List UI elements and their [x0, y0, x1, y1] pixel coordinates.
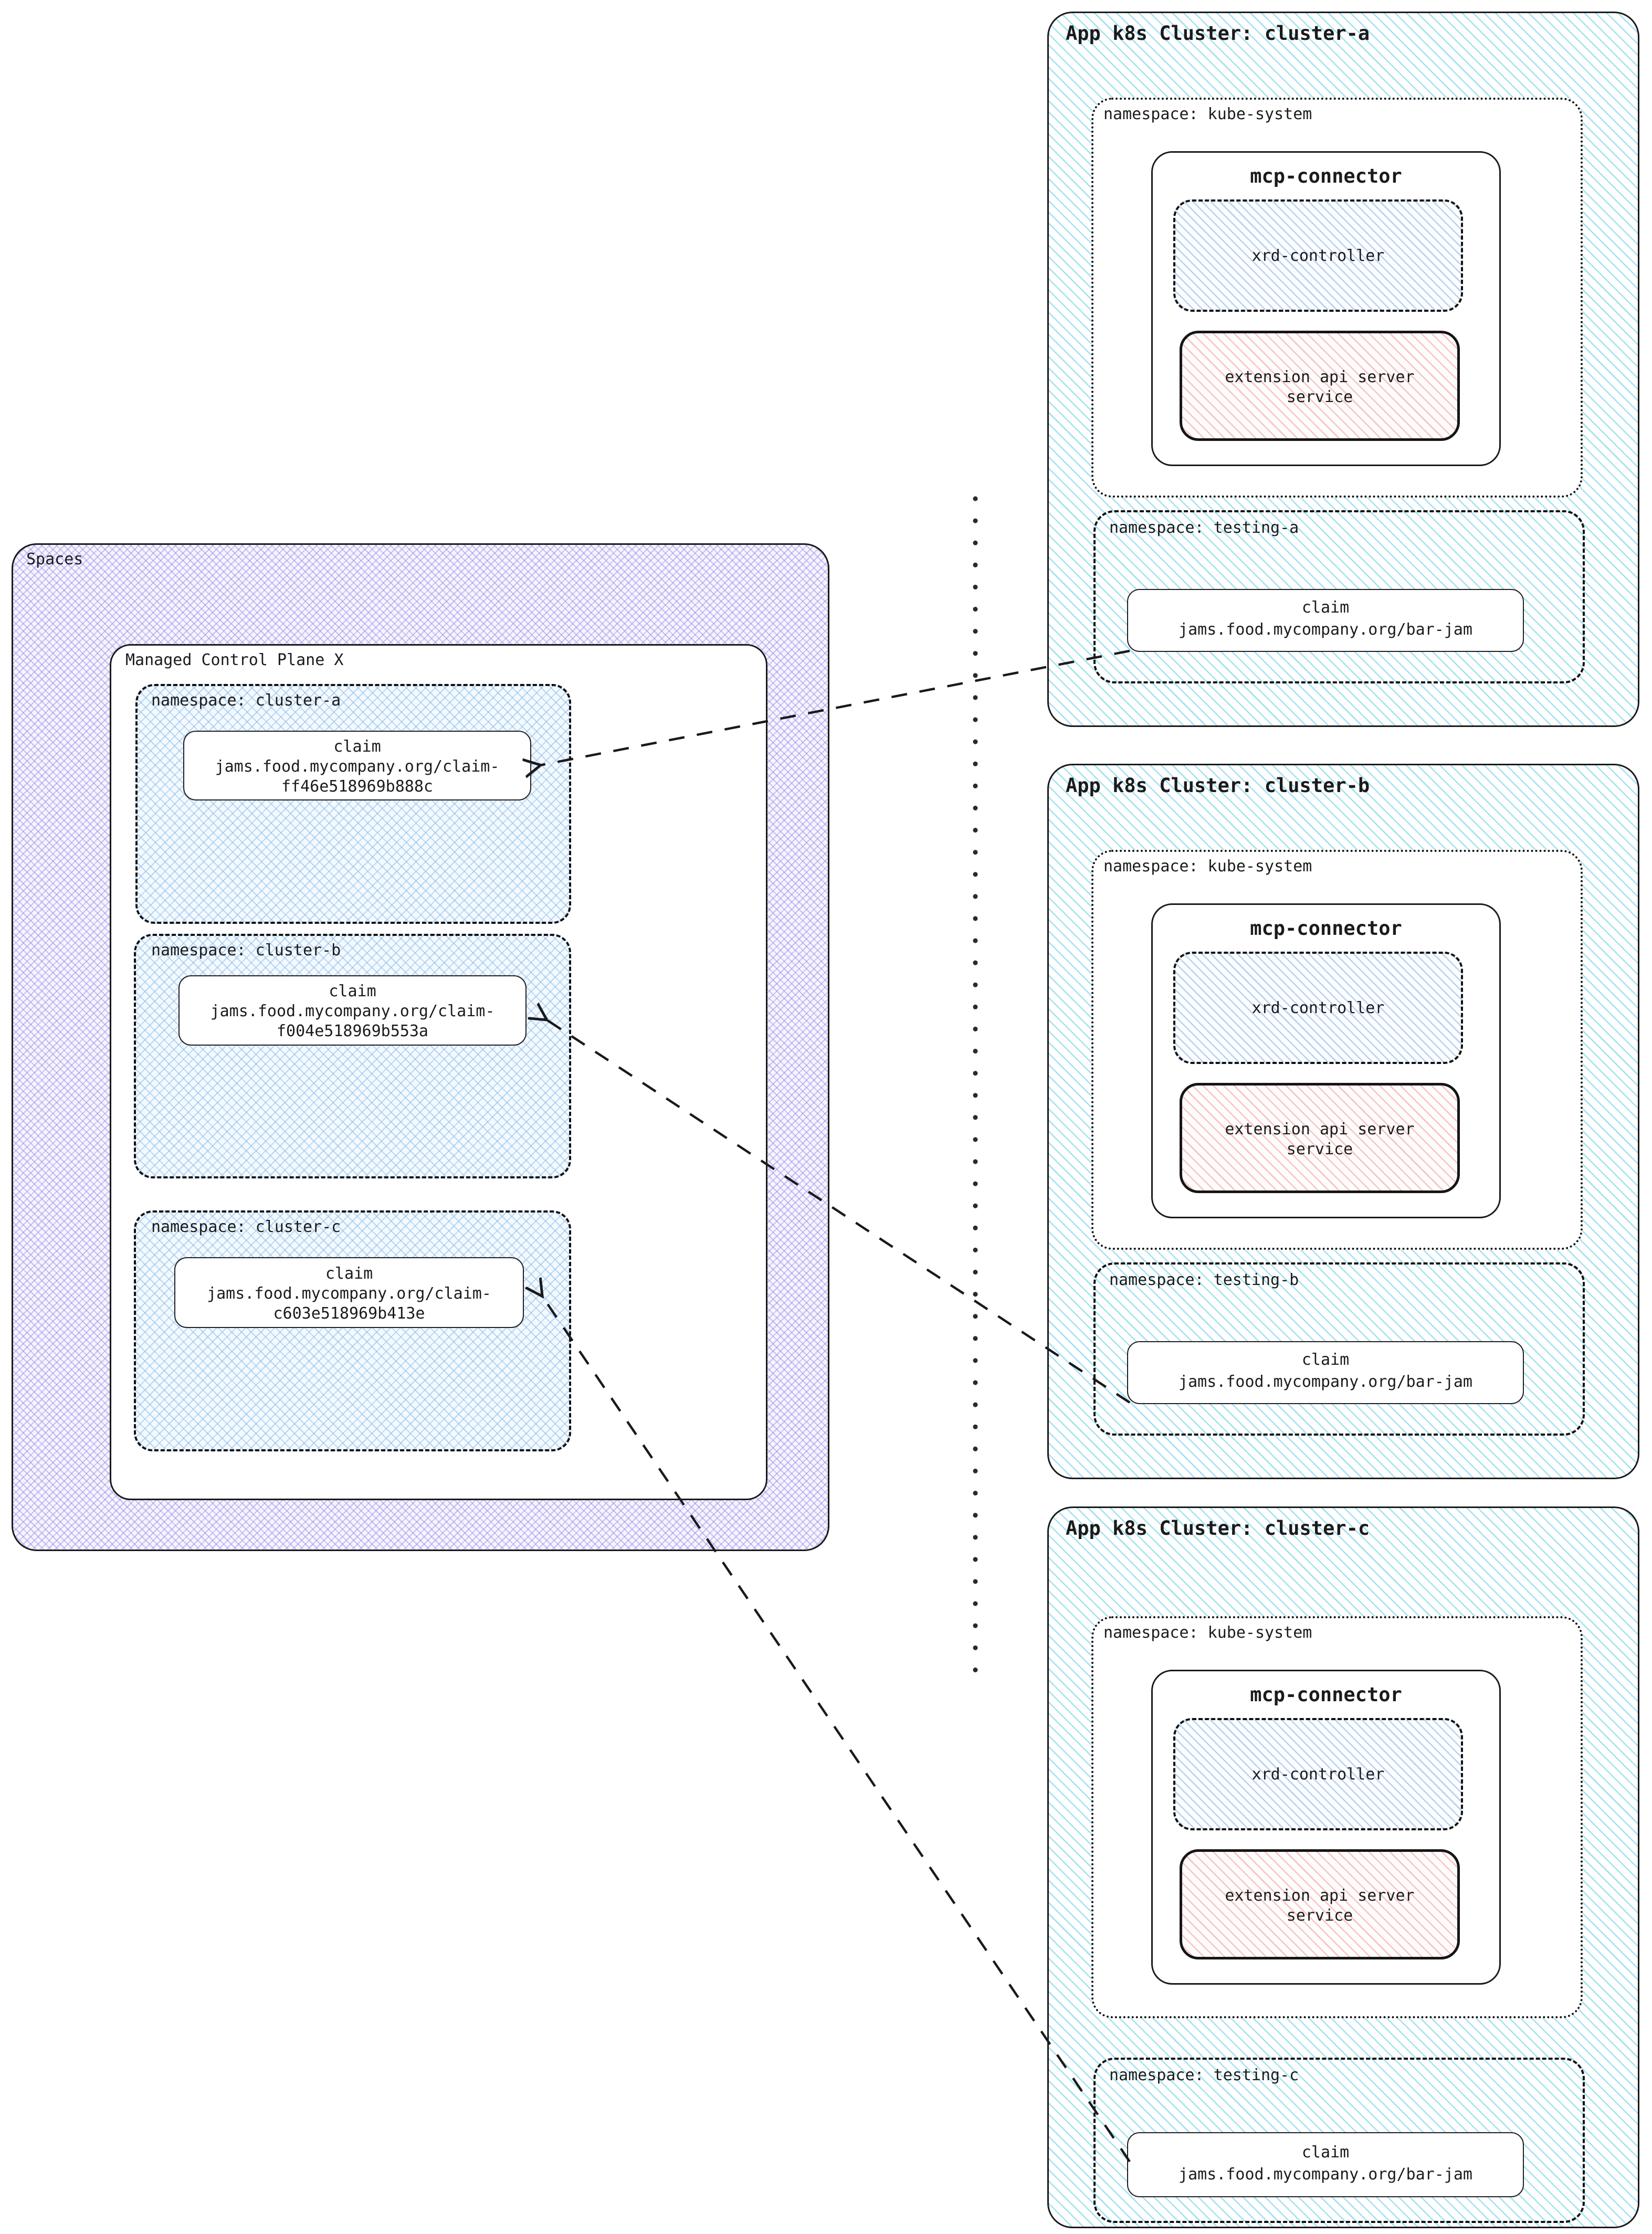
app-cluster-a: App k8s Cluster: cluster-a namespace: ku…	[1047, 12, 1639, 727]
xrd-controller-box	[1173, 1718, 1463, 1830]
spaces-label: Spaces	[26, 550, 83, 568]
testing-a-box	[1093, 510, 1585, 683]
extension-api-server-label: extension api server service	[1180, 1886, 1460, 1926]
xrd-controller-box	[1173, 199, 1463, 312]
claim-path-line2: f004e518969b553a	[277, 1022, 428, 1040]
namespace-cluster-a-label: namespace: cluster-a	[151, 691, 341, 710]
testing-b-claim-box	[1127, 1341, 1524, 1404]
claim-cluster-c-box	[174, 1257, 524, 1328]
namespace-cluster-c-label: namespace: cluster-c	[151, 1218, 341, 1236]
namespace-cluster-b-box	[134, 934, 571, 1178]
ext-line1: extension api server	[1225, 1887, 1415, 1905]
xrd-controller-box	[1173, 952, 1463, 1064]
claim-cluster-b-text: claim jams.food.mycompany.org/claim- f00…	[178, 982, 527, 1041]
extension-api-server-box	[1180, 1849, 1460, 1959]
app-cluster-b: App k8s Cluster: cluster-b namespace: ku…	[1047, 764, 1639, 1479]
claim-cluster-a-box	[183, 731, 531, 800]
claim-cluster-b-box	[178, 975, 527, 1046]
ext-line1: extension api server	[1225, 368, 1415, 386]
mcp-connector-label: mcp-connector	[1250, 917, 1402, 940]
mcp-connector-label: mcp-connector	[1250, 1683, 1402, 1706]
claim-title: claim	[1301, 1351, 1350, 1369]
extension-api-server-box	[1180, 331, 1460, 441]
claim-path-line1: jams.food.mycompany.org/claim-	[207, 1284, 491, 1303]
claim-path: jams.food.mycompany.org/bar-jam	[1179, 620, 1472, 639]
namespace-cluster-b-label: namespace: cluster-b	[151, 941, 341, 960]
claim-cluster-c-text: claim jams.food.mycompany.org/claim- c60…	[174, 1264, 524, 1324]
claim-cluster-a-text: claim jams.food.mycompany.org/claim- ff4…	[183, 737, 531, 797]
claim-path-line1: jams.food.mycompany.org/claim-	[210, 1002, 495, 1020]
xrd-controller-label: xrd-controller	[1251, 1765, 1385, 1784]
ext-line1: extension api server	[1225, 1120, 1415, 1139]
xrd-controller-label: xrd-controller	[1251, 999, 1385, 1017]
testing-b-label: namespace: testing-b	[1109, 1271, 1299, 1289]
app-cluster-c: App k8s Cluster: cluster-c namespace: ku…	[1047, 1506, 1639, 2228]
claim-title: claim	[333, 737, 381, 756]
testing-a-claim-box	[1127, 589, 1524, 652]
ext-line2: service	[1286, 1140, 1353, 1158]
xrd-controller-label: xrd-controller	[1251, 247, 1385, 265]
testing-a-label: namespace: testing-a	[1109, 519, 1299, 537]
extension-api-server-label: extension api server service	[1180, 367, 1460, 407]
testing-c-label: namespace: testing-c	[1109, 2066, 1299, 2084]
mcp-connector-label: mcp-connector	[1250, 165, 1402, 187]
app-cluster-c-title: App k8s Cluster: cluster-c	[1066, 1517, 1370, 1540]
managed-control-plane-label: Managed Control Plane X	[125, 651, 344, 669]
claim-title: claim	[329, 982, 376, 1000]
ext-line2: service	[1286, 1906, 1353, 1925]
namespace-cluster-a-box	[135, 684, 571, 924]
kube-system-label: namespace: kube-system	[1103, 105, 1312, 123]
claim-title: claim	[325, 1264, 373, 1283]
claim-title: claim	[1301, 598, 1350, 617]
app-cluster-b-title: App k8s Cluster: cluster-b	[1066, 774, 1370, 797]
claim-path: jams.food.mycompany.org/bar-jam	[1179, 2165, 1472, 2184]
testing-b-claim-text: claim jams.food.mycompany.org/bar-jam	[1127, 1349, 1524, 1393]
extension-api-server-box	[1180, 1083, 1460, 1193]
namespace-cluster-c-box	[134, 1210, 571, 1451]
testing-c-claim-box	[1127, 2132, 1524, 2197]
claim-path: jams.food.mycompany.org/bar-jam	[1179, 1373, 1472, 1391]
claim-path-line2: ff46e518969b888c	[281, 777, 433, 796]
kube-system-label: namespace: kube-system	[1103, 857, 1312, 876]
testing-c-claim-text: claim jams.food.mycompany.org/bar-jam	[1127, 2142, 1524, 2186]
kube-system-label: namespace: kube-system	[1103, 1624, 1312, 1642]
claim-path-line2: c603e518969b413e	[273, 1304, 425, 1323]
claim-path-line1: jams.food.mycompany.org/claim-	[215, 757, 500, 776]
app-cluster-a-title: App k8s Cluster: cluster-a	[1066, 22, 1370, 45]
ext-line2: service	[1286, 388, 1353, 406]
extension-api-server-label: extension api server service	[1180, 1120, 1460, 1160]
claim-title: claim	[1301, 2143, 1350, 2162]
testing-a-claim-text: claim jams.food.mycompany.org/bar-jam	[1127, 597, 1524, 641]
